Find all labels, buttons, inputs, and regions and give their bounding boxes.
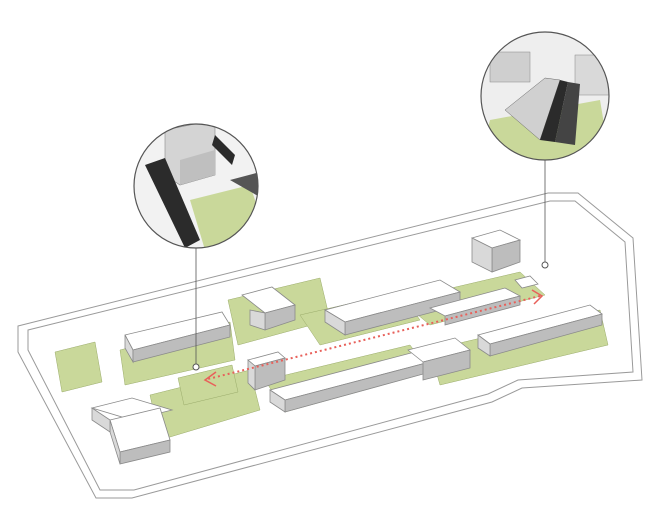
site-boundary bbox=[17, 192, 643, 499]
callout-right-escalator-stair bbox=[480, 31, 610, 269]
buildings bbox=[90, 229, 603, 465]
route-arrow bbox=[203, 289, 544, 387]
callout-left-escalator bbox=[133, 123, 259, 371]
